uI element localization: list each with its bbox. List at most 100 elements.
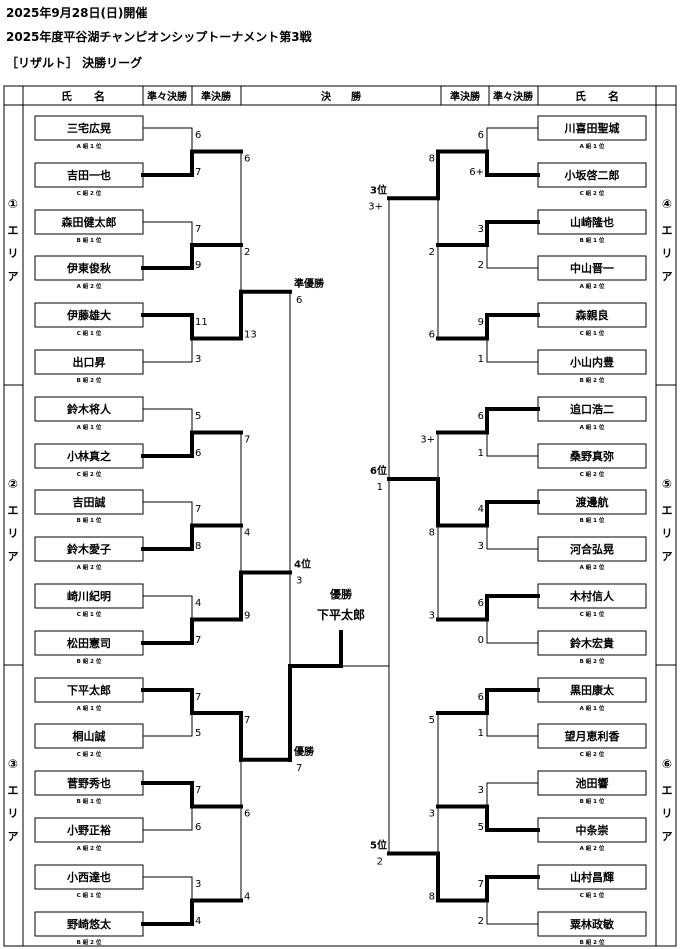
quarterfinal-score: 3 (478, 224, 484, 235)
player-name: 追口浩二 (570, 402, 614, 416)
semifinal-score: 3 (429, 611, 435, 622)
quarterfinal-score: 8 (195, 541, 201, 552)
quarterfinal-score: 1 (478, 448, 484, 459)
area-label: リ (8, 807, 19, 820)
quarterfinal-score: 9 (478, 317, 484, 328)
area-label: ア (662, 270, 673, 283)
player-group-rank: B 組 2 位 (580, 938, 605, 946)
player-name-box (34, 349, 144, 375)
quarterfinal-score: 6 (195, 822, 201, 833)
player-name-box (34, 583, 144, 609)
quarterfinal-score: 6 (478, 692, 484, 703)
player-group-rank: A 組 2 位 (77, 563, 102, 571)
quarterfinal-score: 7 (195, 504, 201, 515)
semifinal-score: 13 (244, 330, 257, 341)
quarterfinal-score: 11 (195, 317, 208, 328)
player-name: 中山晋一 (570, 261, 614, 275)
player-group-rank: C 組 2 位 (77, 189, 102, 197)
final-result-label: 5位 (370, 839, 387, 852)
player-name-box (537, 255, 647, 281)
player-name: 桑野真弥 (569, 449, 614, 463)
player-group-rank: C 組 2 位 (580, 750, 605, 758)
semifinal-score: 2 (429, 247, 435, 258)
quarterfinal-score: 6 (195, 448, 201, 459)
area-label: エ (8, 504, 19, 517)
player-name: 桐山誠 (73, 729, 106, 743)
quarterfinal-score: 4 (478, 504, 484, 515)
player-name-box (34, 162, 144, 188)
final-result-label: 4位 (294, 558, 311, 571)
player-group-rank: C 組 1 位 (77, 610, 102, 618)
player-name: 鈴木愛子 (67, 542, 111, 556)
quarterfinal-score: 3 (478, 541, 484, 552)
quarterfinal-score: 6 (478, 411, 484, 422)
final-result-label: 3位 (370, 183, 387, 196)
semifinal-score: 6 (244, 154, 250, 165)
player-name: 出口昇 (73, 355, 106, 369)
player-name: 伊藤雄大 (66, 308, 111, 322)
semifinal-score: 8 (429, 528, 435, 539)
player-name-box (537, 864, 647, 890)
player-group-rank: B 組 1 位 (580, 797, 605, 805)
player-name: 小林真之 (66, 449, 111, 463)
player-name: 川喜田聖城 (564, 121, 620, 135)
area-label: エ (662, 224, 673, 237)
area-label: ① (8, 197, 18, 211)
player-group-rank: A 組 1 位 (580, 704, 605, 712)
player-name: 松田憲司 (67, 636, 111, 650)
player-name: 伊東俊秋 (66, 261, 112, 275)
player-name-box (537, 162, 647, 188)
player-group-rank: B 組 2 位 (580, 657, 605, 665)
area-label: ② (8, 477, 18, 491)
final-result-score: 1 (377, 482, 383, 493)
quarterfinal-score: 7 (478, 879, 484, 890)
player-name: 望月恵利香 (565, 729, 621, 743)
area-label: ア (8, 550, 19, 563)
player-name-box (537, 302, 647, 328)
final-result-score: 6 (296, 295, 302, 306)
quarterfinal-score: 4 (195, 916, 201, 927)
player-name-box (34, 302, 144, 328)
area-label: エ (8, 784, 19, 797)
player-group-rank: A 組 2 位 (77, 282, 102, 290)
area-label: リ (662, 807, 673, 820)
player-name: 小野正裕 (66, 823, 111, 837)
quarterfinal-score: 1 (478, 354, 484, 365)
player-name-box (34, 723, 144, 749)
semifinal-score: 7 (244, 435, 250, 446)
semifinal-score: 7 (244, 715, 250, 726)
semifinal-score: 5 (429, 715, 435, 726)
quarterfinal-score: 6 (478, 598, 484, 609)
quarterfinal-score: 7 (195, 785, 201, 796)
player-name-box (537, 489, 647, 515)
player-group-rank: A 組 1 位 (77, 423, 102, 431)
final-result-score: 7 (296, 763, 302, 774)
player-name: 池田響 (576, 776, 609, 790)
semifinal-score: 4 (244, 892, 250, 903)
column-header-quarterfinal: 準々決勝 (493, 90, 534, 103)
player-group-rank: C 組 2 位 (77, 750, 102, 758)
player-group-rank: C 組 2 位 (580, 470, 605, 478)
player-group-rank: C 組 1 位 (580, 610, 605, 618)
player-name: 河合弘晃 (570, 542, 614, 556)
quarterfinal-score: 2 (478, 260, 484, 271)
player-group-rank: C 組 2 位 (77, 470, 102, 478)
champion-label: 優勝 (329, 587, 353, 601)
player-name-box (537, 349, 647, 375)
area-label: ア (8, 270, 19, 283)
quarterfinal-score: 3 (195, 354, 201, 365)
area-label: ア (8, 830, 19, 843)
final-result-score: 3+ (368, 201, 383, 212)
player-group-rank: B 組 2 位 (77, 376, 102, 384)
semifinal-score: 2 (244, 247, 250, 258)
player-name: 山崎隆也 (570, 215, 614, 229)
semifinal-score: 8 (429, 154, 435, 165)
column-header-semifinal: 準決勝 (201, 90, 232, 103)
player-name: 三宅広晃 (67, 121, 111, 135)
player-name: 黒田康太 (570, 683, 615, 697)
quarterfinal-score: 6+ (469, 167, 484, 178)
player-name-box (34, 864, 144, 890)
player-group-rank: C 組 1 位 (77, 329, 102, 337)
player-name-box (537, 723, 647, 749)
